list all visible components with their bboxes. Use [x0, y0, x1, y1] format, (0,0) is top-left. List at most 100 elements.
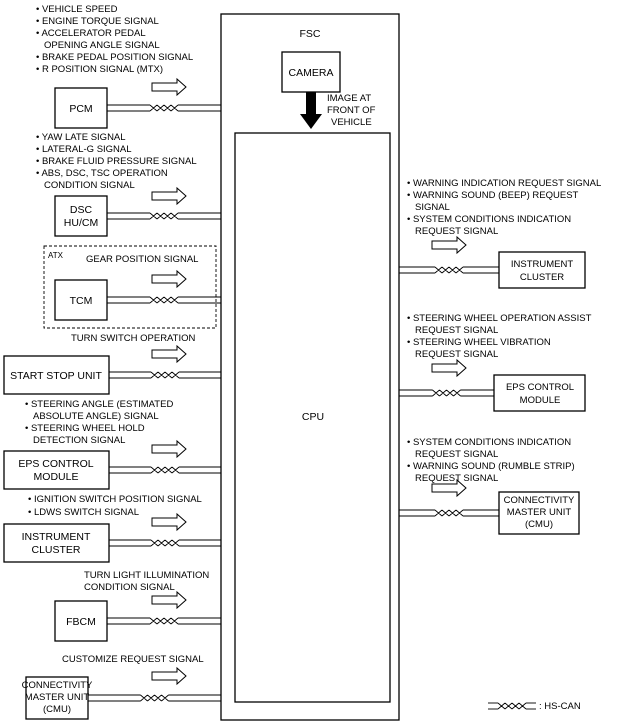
dsc-label-1: DSC — [70, 204, 93, 216]
eps-right-label-2: MODULE — [520, 395, 561, 406]
atx-label: ATX — [48, 251, 64, 260]
dsc-signal-1: • YAW LATE SIGNAL — [36, 132, 126, 143]
fbcm-direction-arrow — [151, 590, 187, 610]
ic-left-label-2: CLUSTER — [31, 544, 80, 556]
cmu-right-signal-2: REQUEST SIGNAL — [415, 449, 498, 460]
eps-right-signal-3: • STEERING WHEEL VIBRATION — [407, 337, 551, 348]
eps-right-signal-4: REQUEST SIGNAL — [415, 349, 498, 360]
cmu-left-label-1: CONNECTIVITY — [22, 680, 93, 691]
ic-right-signal-5: REQUEST SIGNAL — [415, 226, 498, 237]
ssu-direction-arrow — [151, 344, 187, 364]
atx-dashed-box — [43, 245, 217, 329]
eps-right-signal-1: • STEERING WHEEL OPERATION ASSIST — [407, 313, 592, 324]
cmu-right-hs-can-line — [399, 509, 499, 517]
image-label-2: FRONT OF — [327, 105, 376, 116]
eps-left-box — [3, 450, 110, 490]
tcm-direction-arrow — [151, 269, 187, 289]
cmu-left-box — [25, 676, 89, 720]
ic-right-label-2: CLUSTER — [520, 272, 564, 283]
cpu-label: CPU — [302, 411, 324, 423]
ic-left-hs-can-line — [109, 539, 221, 547]
ssu-box — [3, 355, 110, 395]
pcm-signal-2: • ENGINE TORQUE SIGNAL — [36, 16, 159, 27]
ic-right-signal-2: • WARNING SOUND (BEEP) REQUEST — [407, 190, 579, 201]
cmu-right-label-3: (CMU) — [525, 519, 553, 530]
pcm-signal-6: • R POSITION SIGNAL (MTX) — [36, 64, 163, 75]
eps-right-box — [493, 374, 586, 412]
fbcm-box — [54, 600, 108, 642]
dsc-label-2: HU/CM — [64, 217, 98, 229]
ssu-label: START STOP UNIT — [10, 370, 102, 382]
tcm-signal: GEAR POSITION SIGNAL — [86, 254, 198, 265]
ic-right-hs-can-line — [399, 266, 499, 274]
dsc-hs-can-line — [107, 212, 221, 220]
eps-left-signal-4: DETECTION SIGNAL — [33, 435, 125, 446]
cmu-left-signal: CUSTOMIZE REQUEST SIGNAL — [62, 654, 204, 665]
eps-left-signal-3: • STEERING WHEEL HOLD — [25, 423, 145, 434]
fbcm-hs-can-line — [107, 617, 221, 625]
image-down-arrow — [300, 92, 322, 129]
eps-left-label-2: MODULE — [34, 471, 79, 483]
tcm-box — [54, 279, 108, 321]
ic-right-label-1: INSTRUMENT — [511, 259, 573, 270]
fbcm-label: FBCM — [66, 616, 96, 628]
ic-left-box — [3, 523, 110, 563]
ssu-signal: TURN SWITCH OPERATION — [71, 333, 196, 344]
cmu-right-direction-arrow — [431, 478, 467, 498]
ic-right-signal-1: • WARNING INDICATION REQUEST SIGNAL — [407, 178, 601, 189]
pcm-signal-5: • BRAKE PEDAL POSITION SIGNAL — [36, 52, 193, 63]
pcm-direction-arrow — [151, 77, 187, 97]
cmu-right-label-1: CONNECTIVITY — [504, 495, 575, 506]
dsc-signal-3: • BRAKE FLUID PRESSURE SIGNAL — [36, 156, 197, 167]
hs-can-legend-label: : HS-CAN — [539, 701, 581, 712]
cpu-box — [234, 132, 391, 703]
pcm-hs-can-line — [107, 104, 221, 112]
pcm-signal-3: • ACCELERATOR PEDAL — [36, 28, 146, 39]
eps-right-hs-can-line — [399, 389, 494, 397]
cmu-left-label-2: MASTER UNIT — [25, 692, 90, 703]
cmu-right-signal-1: • SYSTEM CONDITIONS INDICATION — [407, 437, 571, 448]
ic-right-box — [498, 251, 586, 289]
eps-left-signal-1: • STEERING ANGLE (ESTIMATED — [25, 399, 173, 410]
can-connections — [88, 77, 499, 702]
fsc-label: FSC — [300, 28, 321, 40]
dsc-signal-5: CONDITION SIGNAL — [44, 180, 135, 191]
hs-can-legend-symbol — [488, 702, 536, 710]
ic-right-signal-3: SIGNAL — [415, 202, 450, 213]
pcm-box — [54, 87, 108, 129]
ic-left-signal-1: • IGNITION SWITCH POSITION SIGNAL — [28, 494, 202, 505]
eps-right-label-1: EPS CONTROL — [506, 382, 574, 393]
legend-twisted-pair — [488, 702, 536, 710]
eps-right-direction-arrow — [431, 358, 467, 378]
ic-left-label-1: INSTRUMENT — [22, 531, 91, 543]
pcm-label: PCM — [69, 103, 92, 115]
ssu-hs-can-line — [109, 371, 221, 379]
tcm-hs-can-line — [107, 296, 221, 304]
eps-left-direction-arrow — [151, 439, 187, 459]
eps-left-signal-2: ABSOLUTE ANGLE) SIGNAL — [33, 411, 159, 422]
ic-right-signal-4: • SYSTEM CONDITIONS INDICATION — [407, 214, 571, 225]
ic-left-signal-2: • LDWS SWITCH SIGNAL — [28, 507, 139, 518]
camera-box — [281, 51, 341, 93]
cmu-left-hs-can-line — [88, 694, 221, 702]
fbcm-signal-2: CONDITION SIGNAL — [84, 582, 175, 593]
cmu-left-label-3: (CMU) — [43, 704, 71, 715]
eps-left-hs-can-line — [109, 466, 221, 474]
cmu-left-direction-arrow — [151, 666, 187, 686]
dsc-direction-arrow — [151, 186, 187, 206]
cmu-right-signal-3: • WARNING SOUND (RUMBLE STRIP) — [407, 461, 575, 472]
pcm-signal-1: • VEHICLE SPEED — [36, 4, 118, 15]
tcm-label: TCM — [70, 295, 93, 307]
camera-label: CAMERA — [289, 67, 334, 79]
ic-right-direction-arrow — [431, 235, 467, 255]
cmu-right-signal-4: REQUEST SIGNAL — [415, 473, 498, 484]
image-label-1: IMAGE AT — [327, 93, 371, 104]
image-label-3: VEHICLE — [331, 117, 372, 128]
cmu-right-box — [498, 491, 580, 535]
dsc-box — [54, 195, 108, 237]
cmu-right-label-2: MASTER UNIT — [507, 507, 572, 518]
eps-right-signal-2: REQUEST SIGNAL — [415, 325, 498, 336]
dsc-signal-2: • LATERAL-G SIGNAL — [36, 144, 132, 155]
eps-left-label-1: EPS CONTROL — [18, 458, 93, 470]
